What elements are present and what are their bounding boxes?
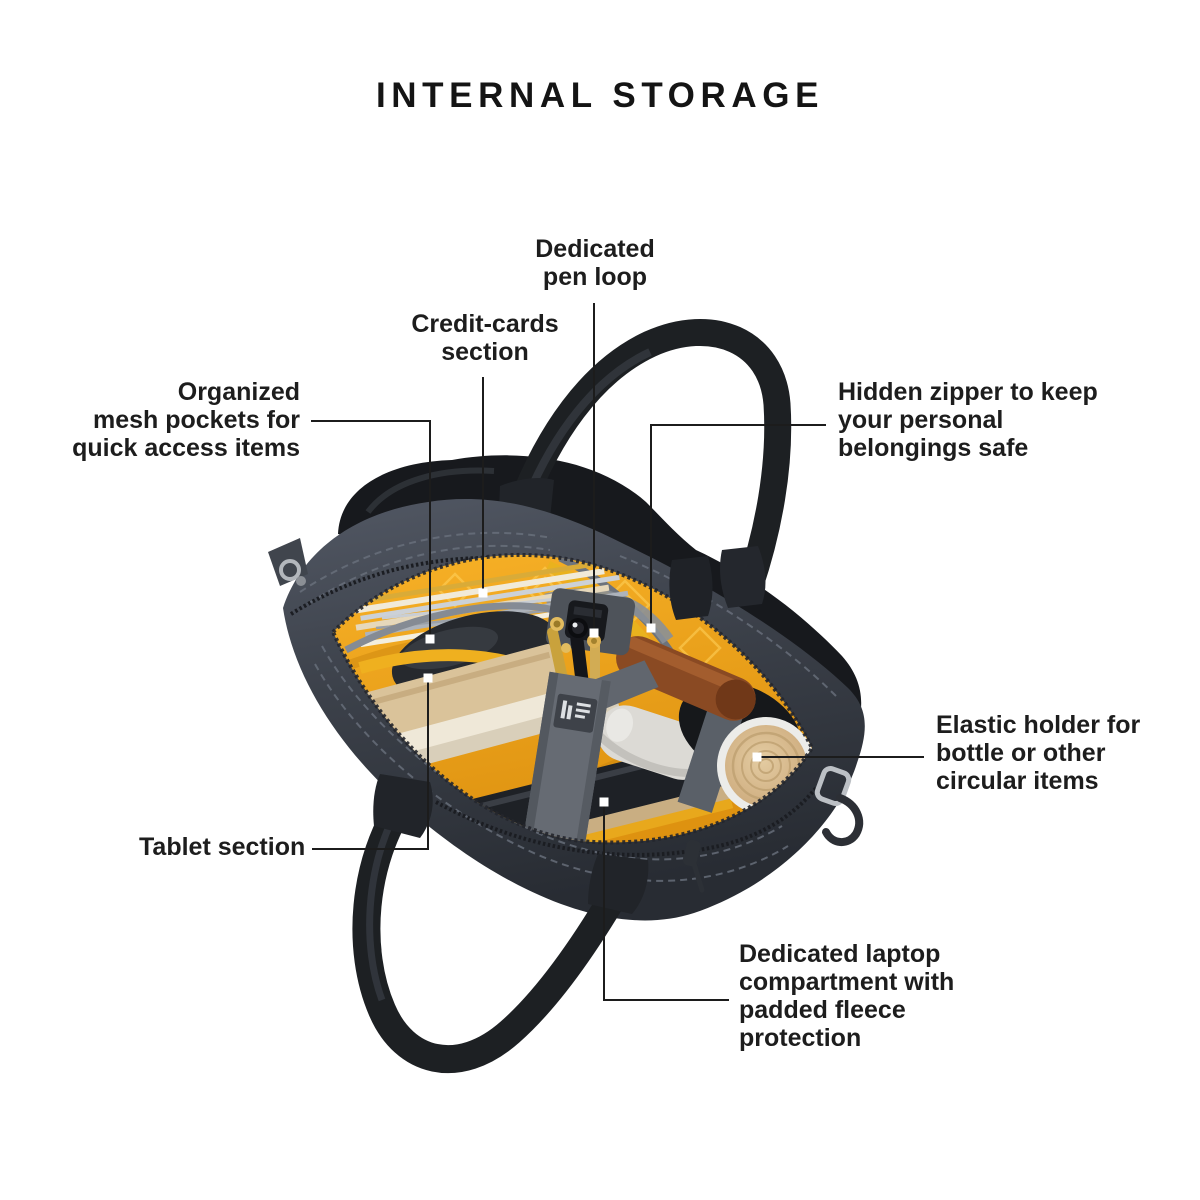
left-strap-ring (268, 538, 308, 586)
right-dring-hook (814, 765, 864, 846)
callout-credit-cards: Credit-cards section (411, 310, 559, 366)
callout-hidden-zipper: Hidden zipper to keep your personal belo… (838, 378, 1098, 462)
callout-laptop-compartment: Dedicated laptop compartment with padded… (739, 940, 955, 1052)
marker-dots (423, 588, 762, 807)
leader-lines (311, 303, 924, 1001)
page-title: INTERNAL STORAGE (375, 76, 825, 115)
brown-case (616, 636, 756, 721)
handle-tabs (669, 546, 766, 620)
callout-pen-loop: Dedicated pen loop (535, 235, 655, 291)
divider-strap (521, 660, 659, 843)
marker-tablet (423, 673, 433, 683)
marker-credit-cards (478, 588, 488, 598)
bottom-handle (352, 774, 649, 1074)
marker-mesh-pockets (425, 634, 435, 644)
callout-mesh-pockets: Organized mesh pockets for quick access … (72, 378, 300, 462)
marker-laptop (599, 797, 609, 807)
top-zipper (289, 556, 489, 616)
marker-hidden-zipper (646, 623, 656, 633)
marker-pen-loop (589, 628, 599, 638)
leader-laptop (603, 802, 729, 1001)
callout-tablet-section: Tablet section (139, 833, 306, 861)
callout-elastic-holder: Elastic holder for bottle or other circu… (936, 711, 1141, 795)
leader-mesh-pockets (311, 420, 431, 639)
bag-opening-interior (330, 552, 815, 845)
leader-hidden-zipper (650, 424, 826, 628)
bottom-zipper (435, 786, 818, 893)
leader-tablet (312, 678, 429, 850)
marker-elastic-holder (752, 752, 762, 762)
